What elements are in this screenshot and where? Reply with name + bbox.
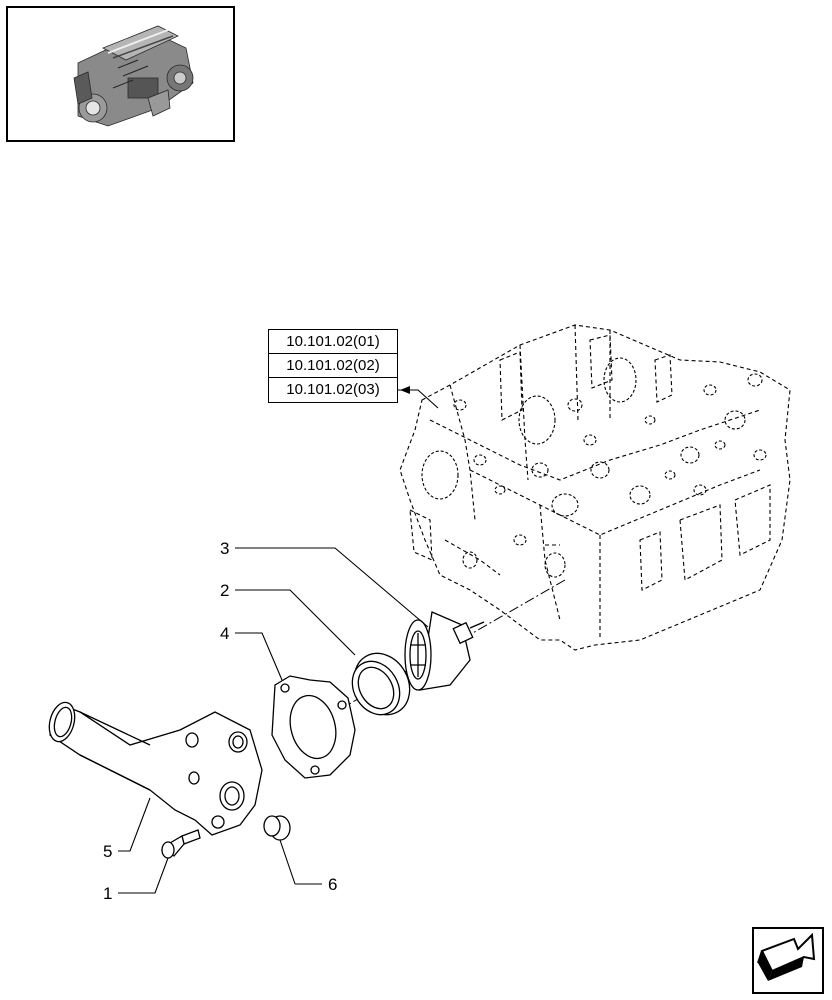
engine-thumbnail xyxy=(6,6,235,142)
leader-line-2 xyxy=(235,589,356,656)
reference-link-03[interactable]: 10.101.02(03) xyxy=(286,381,380,398)
next-page-arrow-icon xyxy=(757,932,816,981)
callout-1: 1 xyxy=(103,884,112,903)
thermostat-part[interactable] xyxy=(404,611,485,691)
leader-line-1 xyxy=(118,857,169,894)
leader-lines xyxy=(118,547,429,894)
leader-line-6 xyxy=(279,839,322,885)
engine-block-holes xyxy=(421,357,767,578)
reference-table: 10.101.02(01) 10.101.02(02) 10.101.02(03… xyxy=(268,329,398,403)
reference-link-01[interactable]: 10.101.02(01) xyxy=(269,330,397,354)
callout-5: 5 xyxy=(103,842,112,861)
next-page-button[interactable] xyxy=(752,927,824,994)
leader-line-5 xyxy=(118,797,151,852)
callout-4: 4 xyxy=(220,624,229,643)
callout-6: 6 xyxy=(328,875,337,894)
callout-2: 2 xyxy=(220,581,229,600)
reference-link-02[interactable]: 10.101.02(02) xyxy=(269,354,397,378)
callout-3: 3 xyxy=(220,539,229,558)
leader-line-3 xyxy=(235,547,429,628)
screw-part[interactable] xyxy=(160,829,201,859)
gasket-part[interactable] xyxy=(271,675,356,779)
engine-thumbnail-icon xyxy=(73,25,194,127)
reference-pointer xyxy=(398,386,439,409)
plug-part[interactable] xyxy=(263,815,291,841)
leader-line-4 xyxy=(235,632,283,681)
sealing-ring-part[interactable] xyxy=(343,643,421,724)
engine-block-outline xyxy=(399,324,791,651)
thermostat-housing-part[interactable] xyxy=(45,700,263,836)
